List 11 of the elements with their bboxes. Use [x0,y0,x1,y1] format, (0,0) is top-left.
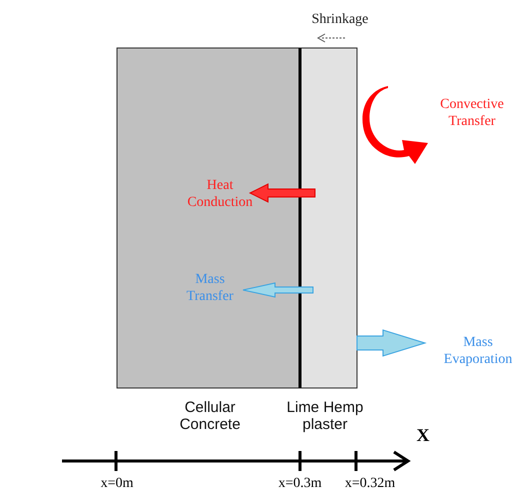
layer-label: Lime Hemp plaster [286,399,364,433]
annotation-label: Shrinkage [310,11,370,28]
annotation-label: Heat Conduction [186,177,254,211]
axis-label: X [416,427,430,444]
tick-label: x=0m [100,475,134,492]
annotation-label: Mass Transfer [186,271,234,305]
tick-label: x=0.3m [277,475,323,492]
annotation-label: Convective Transfer [439,96,505,130]
tick-label: x=0.32m [344,475,396,492]
layer-label: Cellular Concrete [178,399,242,433]
annotation-label: Mass Evaporation [442,334,514,368]
